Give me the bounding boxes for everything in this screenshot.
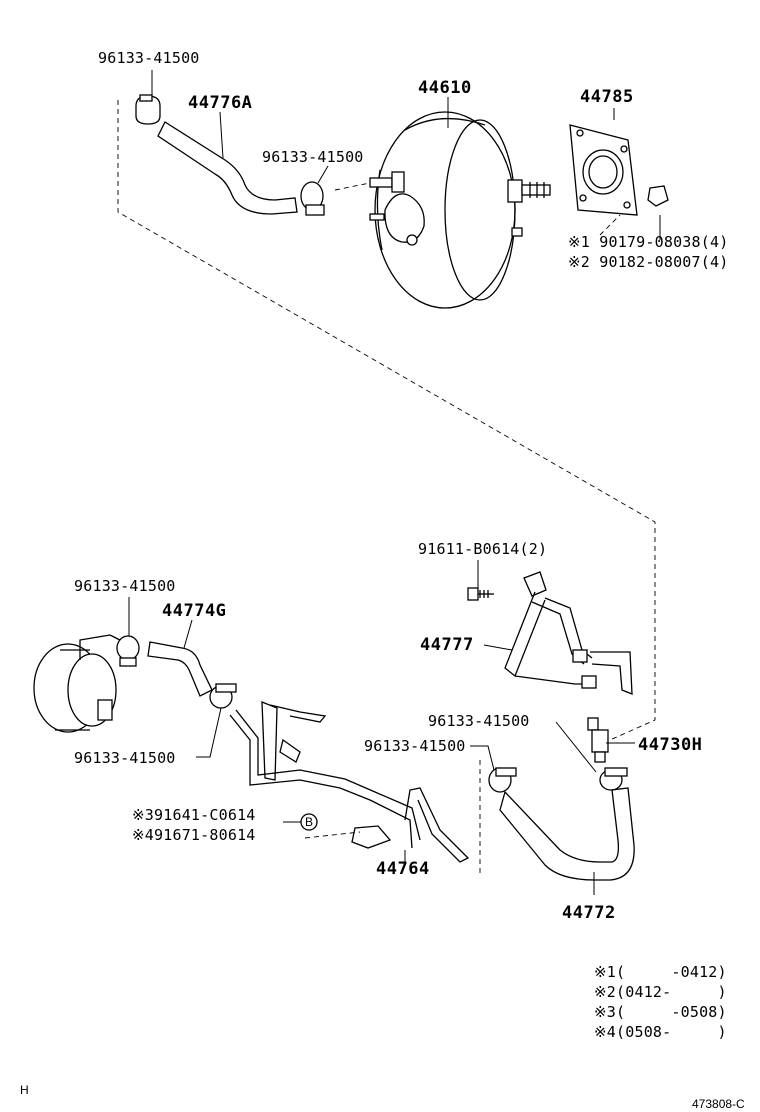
label-pipe-44764[interactable]: 44764 (376, 859, 430, 879)
label-booster-44610[interactable]: 44610 (418, 78, 472, 98)
check-valve-44730h[interactable] (587, 717, 609, 763)
label-valve-44730h[interactable]: 44730H (638, 735, 702, 755)
vacuum-pipe-44764[interactable] (229, 701, 470, 863)
nut-90179[interactable] (647, 185, 669, 207)
label-clamp-hose-44772[interactable]: 96133-41500 (364, 737, 466, 755)
clamp-valve[interactable] (599, 767, 628, 791)
label-clamp-pump-lower[interactable]: 96133-41500 (74, 749, 176, 767)
label-hose-44776a[interactable]: 44776A (188, 93, 252, 113)
clamp-pump[interactable] (116, 635, 140, 667)
leader-lines (128, 70, 661, 895)
label-clamp-valve[interactable]: 96133-41500 (428, 712, 530, 730)
footer-right: 473808-C (692, 1097, 745, 1111)
legend-row-3: ※3( -0508) (594, 1003, 727, 1021)
clamp-hose-44772[interactable] (488, 767, 517, 793)
label-clamp-booster[interactable]: 96133-41500 (262, 148, 364, 166)
hose-44774g[interactable] (147, 641, 213, 697)
legend: ※1( -0412) ※2(0412- ) ※3( -0508) ※4(0508… (594, 963, 727, 1041)
label-clamp-pump[interactable]: 96133-41500 (74, 577, 176, 595)
hose-44772[interactable] (499, 787, 635, 881)
vacuum-pipe-44777[interactable] (504, 571, 633, 695)
label-nut-1[interactable]: ※1 90179-08038(4) (568, 233, 728, 251)
hose-44776a[interactable] (157, 121, 298, 215)
label-nut-2[interactable]: ※2 90182-08007(4) (568, 253, 728, 271)
clamp-booster-inlet[interactable] (300, 181, 325, 216)
label-clamp-top-left[interactable]: 96133-41500 (98, 49, 200, 67)
brake-booster-44610[interactable] (369, 111, 551, 309)
label-hose-44772[interactable]: 44772 (562, 903, 616, 923)
label-gasket-44785[interactable]: 44785 (580, 87, 634, 107)
label-bolt-3[interactable]: ※391641-C0614 (132, 806, 256, 824)
legend-row-4: ※4(0508- ) (594, 1023, 727, 1041)
bolt-91611[interactable] (467, 587, 494, 601)
legend-row-2: ※2(0412- ) (594, 983, 727, 1001)
part-labels: 96133-41500 44776A 44610 44785 96133-415… (74, 49, 728, 923)
gasket-44785[interactable] (569, 124, 638, 216)
clamp-top-left[interactable] (135, 94, 161, 125)
footer-left: H (20, 1083, 29, 1097)
label-bolt-4[interactable]: ※491671-80614 (132, 826, 256, 844)
label-bolt-91611[interactable]: 91611-B0614(2) (418, 540, 547, 558)
label-pipe-44777[interactable]: 44777 (420, 635, 474, 655)
clamp-pump-lower[interactable] (209, 683, 237, 709)
vacuum-pump[interactable] (33, 634, 121, 733)
label-hose-44774g[interactable]: 44774G (162, 601, 226, 621)
label-ref-b: B (305, 815, 313, 829)
dashed-reference-lines (117, 100, 656, 875)
legend-row-1: ※1( -0412) (594, 963, 727, 981)
